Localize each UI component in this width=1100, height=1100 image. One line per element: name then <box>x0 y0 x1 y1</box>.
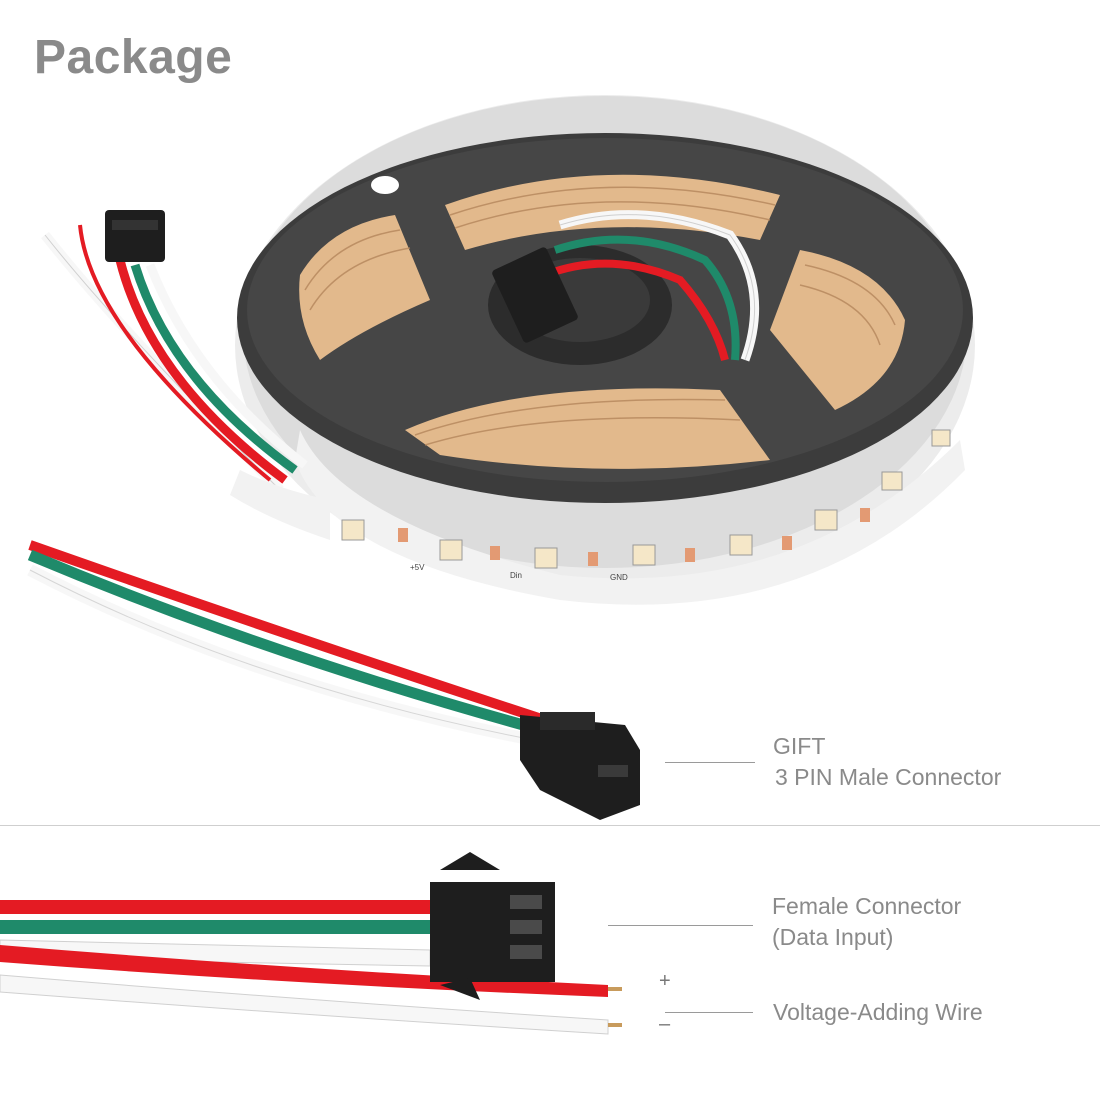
strip-resistor-pads <box>398 508 870 566</box>
heat-shrink <box>230 470 330 540</box>
plus-sign: + <box>659 970 671 992</box>
reel-connector <box>492 210 760 362</box>
led-chips <box>341 429 951 569</box>
gift-male-connector-housing <box>520 712 640 820</box>
leader-line-female <box>608 925 753 926</box>
leader-line-gift <box>665 762 755 763</box>
strip-pin-label: GND <box>610 573 628 582</box>
female-connector-sublabel: (Data Input) <box>772 924 894 950</box>
strip-pin-label: +5V <box>410 563 425 572</box>
wire-green <box>0 920 440 934</box>
strip-input-connector <box>105 210 165 262</box>
strip-pin-label: Din <box>510 571 522 580</box>
page-title: Package <box>34 31 233 84</box>
strip-input-wires <box>41 210 330 540</box>
female-connector-wires <box>0 852 622 1035</box>
voltage-wire-label: Voltage-Adding Wire <box>773 999 983 1025</box>
female-connector-housing <box>430 852 555 1000</box>
female-connector-label: Female Connector <box>772 893 962 919</box>
gift-connector-label: 3 PIN Male Connector <box>775 764 1002 790</box>
led-strip-front <box>295 430 965 605</box>
led-strip-reel: +5V Din GND <box>235 95 975 605</box>
gift-label: GIFT <box>773 733 826 759</box>
reel-connector-housing <box>492 247 578 343</box>
gift-male-connector-wires <box>27 540 640 820</box>
section-divider <box>0 825 1100 826</box>
leader-line-voltage <box>665 1012 753 1013</box>
wire-red-top <box>0 900 440 914</box>
reel-window-bottom <box>405 388 770 469</box>
minus-sign: – <box>659 1013 671 1035</box>
wire-white-voltage <box>0 974 609 1035</box>
reel-window-right <box>770 250 905 410</box>
